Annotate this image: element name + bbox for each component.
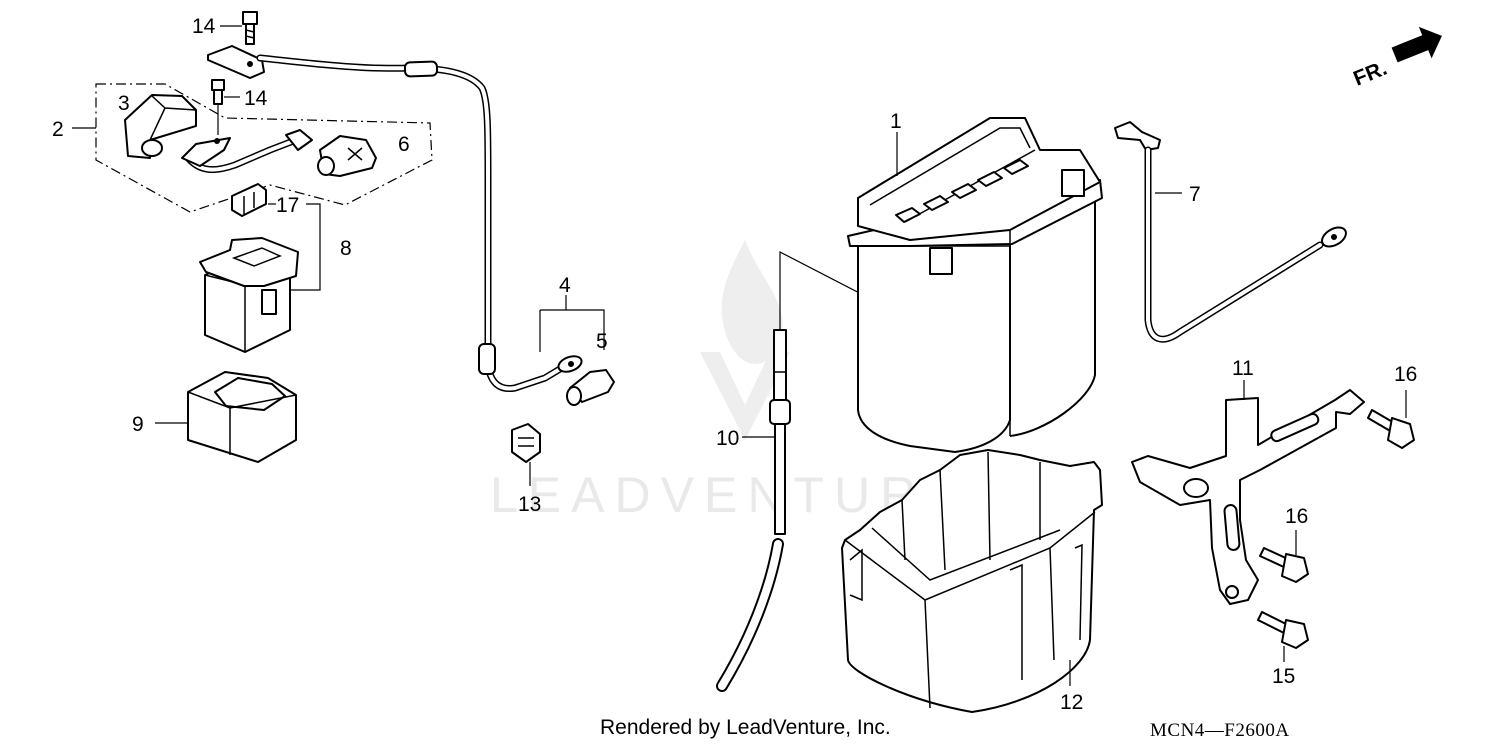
- part-13-clip: [511, 423, 541, 463]
- bolt-14-upper: [207, 11, 265, 79]
- callout-9: 9: [132, 413, 144, 436]
- callout-14-lower: 14: [244, 87, 268, 110]
- callout-3: 3: [118, 92, 130, 115]
- part-8-starter-relay: [199, 237, 299, 353]
- callout-17: 17: [276, 194, 299, 217]
- callout-6: 6: [398, 133, 410, 156]
- part-6-terminal-cover: [317, 135, 377, 177]
- front-direction-label: FR.: [1350, 57, 1390, 91]
- front-arrow-icon: [1391, 26, 1442, 63]
- battery-cell-caps: [895, 159, 1029, 223]
- callout-12: 12: [1060, 691, 1083, 714]
- front-direction-indicator: FR.: [1350, 26, 1442, 91]
- watermark-v-icon: [700, 352, 790, 440]
- part-1-battery: [847, 117, 1103, 453]
- bolt-14-lower: [211, 79, 225, 105]
- part-5-terminal-boot: [566, 369, 615, 406]
- part-17-fuse: [231, 183, 267, 217]
- bolt-15: [1257, 611, 1309, 649]
- watermark: LEADVENTURE: [490, 240, 960, 523]
- part-12-battery-box: [841, 449, 1103, 713]
- callout-10: 10: [716, 427, 739, 450]
- callout-8: 8: [340, 237, 352, 260]
- callout-5: 5: [596, 330, 608, 353]
- callout-14-upper: 14: [192, 15, 216, 38]
- battery-positive-cable: [256, 54, 583, 392]
- leader-4: [539, 309, 605, 352]
- rendered-by-footer: Rendered by LeadVenture, Inc.: [600, 716, 891, 739]
- battery-negative-terminal: [929, 247, 953, 275]
- part-3-terminal-cover: [124, 94, 197, 159]
- leader-8: [290, 203, 321, 291]
- battery-positive-terminal: [1061, 169, 1085, 197]
- part-2-cable: [181, 129, 313, 174]
- part-2-group-outline: [95, 83, 433, 213]
- callout-13: 13: [518, 493, 541, 516]
- bolt-16-lower: [1259, 547, 1309, 583]
- callout-16-upper: 16: [1394, 363, 1417, 386]
- bolt-16-upper: [1367, 409, 1415, 449]
- callout-7: 7: [1189, 183, 1201, 206]
- callout-15: 15: [1272, 665, 1295, 688]
- callout-11: 11: [1232, 357, 1254, 380]
- diagram-code: MCN4—F2600A: [1150, 720, 1290, 741]
- callout-2: 2: [52, 118, 64, 141]
- callout-4: 4: [559, 274, 571, 297]
- callout-16-lower: 16: [1285, 505, 1308, 528]
- part-11-battery-bracket: [1131, 389, 1365, 605]
- watermark-flame-icon: [721, 240, 783, 364]
- callout-labels: 1 2 3 4 5 6 7 8 9 10 11 12 13 14 14 15 1…: [52, 15, 1417, 714]
- part-10-breather-tube: [716, 329, 791, 692]
- callout-1: 1: [890, 110, 902, 133]
- part-9-relay-rubber-cover: [187, 371, 297, 463]
- part-7-battery-negative-cable: [1114, 121, 1347, 343]
